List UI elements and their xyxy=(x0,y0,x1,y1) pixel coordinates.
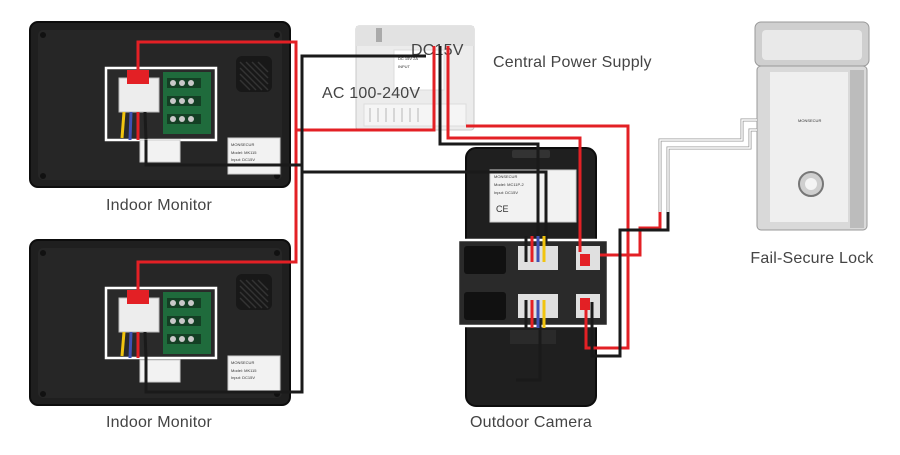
lock-wires xyxy=(658,118,757,212)
central-power-supply: DC 15V 2A INPUT xyxy=(355,25,475,131)
svg-text:MONSECUR: MONSECUR xyxy=(798,118,821,123)
fail-secure-lock: MONSECUR xyxy=(754,21,870,231)
svg-text:MONSECUR: MONSECUR xyxy=(231,360,254,365)
svg-text:Input: DC15V: Input: DC15V xyxy=(494,190,518,195)
ground-wires xyxy=(144,46,670,394)
outdoor-camera: MONSECUR Model: MC11P-2 Input: DC15V CE xyxy=(456,147,610,407)
svg-text:Input: DC15V: Input: DC15V xyxy=(231,157,255,162)
ac-input-label: AC 100-240V xyxy=(322,85,420,102)
indoor-monitor-top-label: Indoor Monitor xyxy=(106,197,212,214)
indoor-monitor-bottom: MONSECUR Model: MK115 Input: DC15V xyxy=(29,239,291,406)
indoor-monitor-bottom-label: Indoor Monitor xyxy=(106,414,212,431)
camera-terminal-leads xyxy=(524,236,590,328)
svg-text:Model: MC11P-2: Model: MC11P-2 xyxy=(494,182,524,187)
speaker-grille-icon xyxy=(236,274,272,310)
outdoor-camera-label: Outdoor Camera xyxy=(470,414,592,431)
svg-text:Model: MK115: Model: MK115 xyxy=(231,150,257,155)
svg-text:DC 15V 2A: DC 15V 2A xyxy=(398,56,418,61)
fail-secure-lock-label: Fail-Secure Lock xyxy=(750,250,874,267)
svg-text:Input: DC15V: Input: DC15V xyxy=(231,375,255,380)
svg-text:MONSECUR: MONSECUR xyxy=(494,174,517,179)
central-power-supply-label: Central Power Supply xyxy=(493,54,652,71)
svg-text:CE: CE xyxy=(496,204,509,214)
svg-text:MONSECUR: MONSECUR xyxy=(231,142,254,147)
svg-text:Model: MK115: Model: MK115 xyxy=(231,368,257,373)
svg-text:INPUT: INPUT xyxy=(398,64,411,69)
speaker-grille-icon xyxy=(236,56,272,92)
power-wires xyxy=(136,40,662,350)
indoor-monitor-top: MONSECUR Model: MK115 Input: DC15V xyxy=(29,21,291,188)
